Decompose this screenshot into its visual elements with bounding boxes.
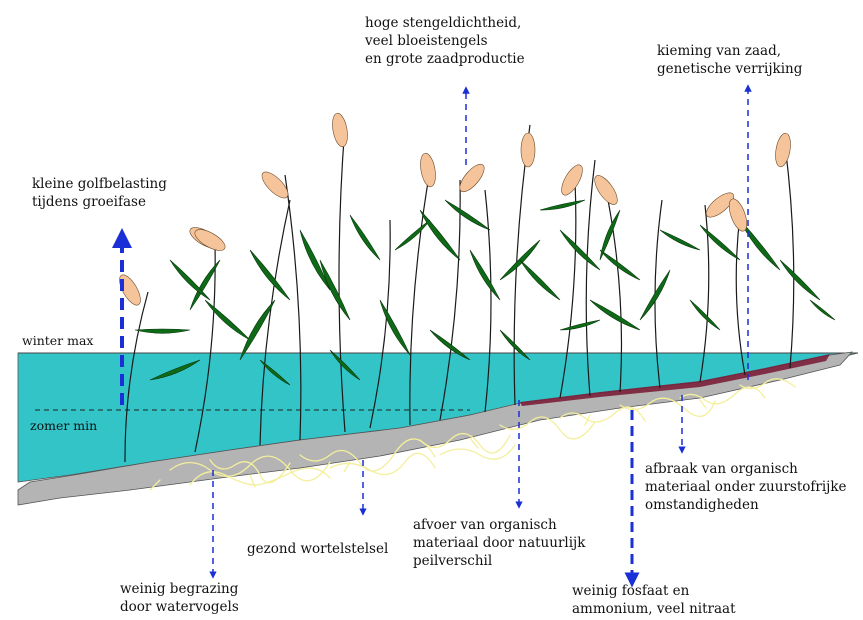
label-stengeldichtheid: hoge stengeldichtheid, veel bloeistengel… (365, 14, 525, 68)
reed-leaf (660, 230, 700, 250)
label-golfbelasting: kleine golfbelasting tijdens groeifase (32, 175, 167, 211)
reed-leaf (540, 200, 585, 210)
reed-leaf (690, 300, 720, 330)
reed-leaf (350, 215, 380, 260)
label-afvoer: afvoer van organisch materiaal door natu… (413, 516, 585, 570)
winter-max-label: winter max (22, 333, 93, 348)
reed-leaf (600, 250, 640, 280)
reed-plume (557, 162, 586, 198)
reed-plume (115, 272, 144, 308)
label-afbraak: afbraak van organisch materiaal onder zu… (645, 460, 847, 514)
reed-leaf (420, 210, 460, 260)
reed-plume (773, 132, 793, 168)
label-fosfaat: weinig fosfaat en ammonium, veel nitraat (572, 582, 736, 618)
reed-plume (456, 160, 489, 195)
reed-plume (418, 152, 438, 188)
reed-plume (330, 112, 350, 148)
label-begrazing: weinig begrazing door watervogels (120, 580, 239, 616)
reed-leaf (135, 329, 190, 333)
reed-leaf (600, 210, 620, 260)
reed-leaf (780, 260, 820, 300)
reed-leaf (300, 230, 330, 290)
reed-leaf (320, 260, 350, 320)
reed-leaf (240, 300, 275, 360)
label-wortelstelsel: gezond wortelstelsel (247, 540, 388, 558)
zomer-min-label: zomer min (30, 418, 97, 433)
reed-leaf (445, 200, 490, 230)
reed-leaf (380, 300, 410, 355)
reed-leaf (700, 225, 740, 260)
reed-plume (521, 133, 535, 167)
label-kieming: kieming van zaad, genetische verrijking (657, 42, 802, 78)
reed-stem (736, 215, 745, 375)
reed-leaf (395, 220, 430, 250)
reed-leaf (470, 250, 500, 300)
reed-leaf (810, 300, 835, 320)
reed-leaf (590, 300, 640, 330)
reed-plume (591, 172, 622, 208)
reed-leaf (250, 250, 290, 300)
reed-stem (785, 145, 794, 368)
reed-leaf (560, 320, 600, 330)
reed-leaf (560, 230, 600, 270)
reed-leaf (520, 260, 560, 300)
